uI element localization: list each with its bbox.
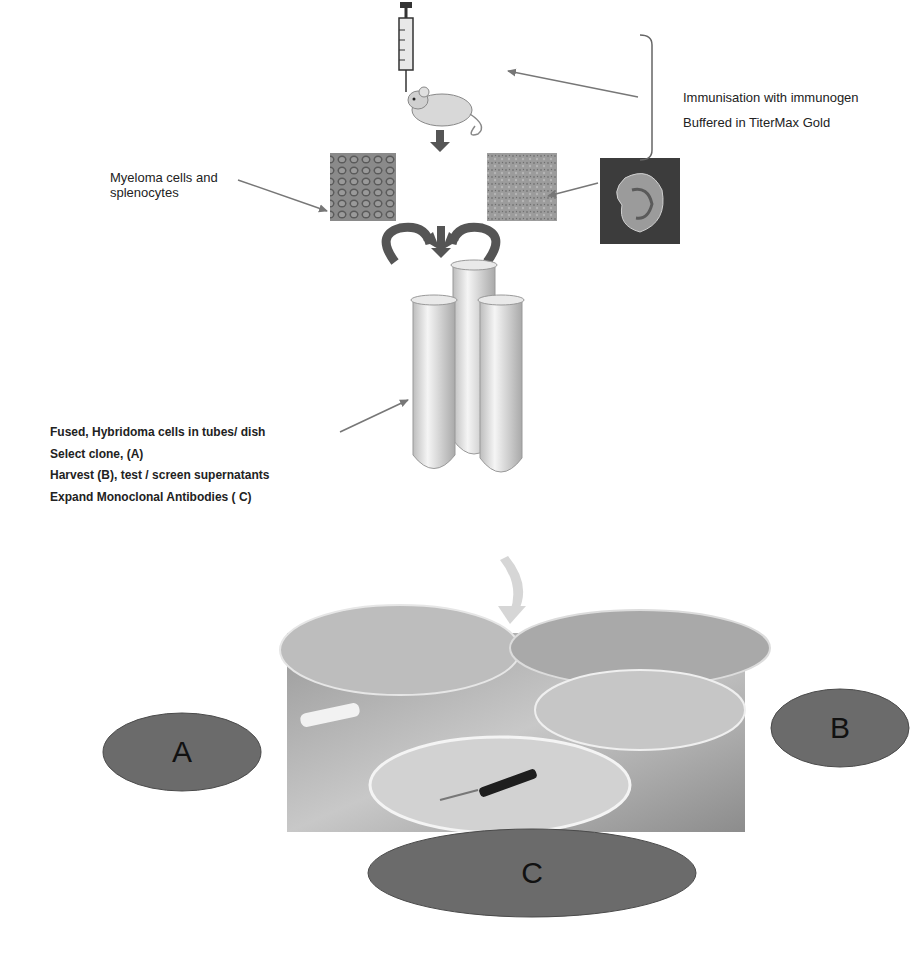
- ellipse-label: A: [172, 735, 192, 769]
- leader-arrow: [238, 180, 327, 211]
- fusion-arrow: [452, 227, 496, 262]
- bracket: [640, 35, 652, 160]
- label-ellipse: C: [367, 828, 697, 918]
- down-arrow: [431, 226, 451, 258]
- splenocyte-micrograph: [487, 153, 557, 221]
- annotation: Myeloma cells and splenocytes: [110, 170, 235, 200]
- label-ellipse: A: [102, 712, 262, 792]
- curved-arrow: [500, 556, 523, 612]
- leader-arrow: [548, 183, 598, 196]
- leader-arrow: [508, 71, 638, 97]
- step-text: Fused, Hybridoma cells in tubes/ dish: [50, 425, 265, 439]
- myeloma-micrograph: [330, 153, 396, 221]
- step-text: Harvest (B), test / screen supernatants: [50, 468, 269, 482]
- petri-dish-photo: [280, 605, 770, 833]
- annotation: Buffered in TiterMax Gold: [683, 115, 830, 130]
- ellipse-label: B: [830, 711, 850, 745]
- fusion-arrow: [386, 227, 430, 262]
- step-text: Expand Monoclonal Antibodies ( C): [50, 490, 252, 504]
- syringe: [399, 2, 413, 92]
- test-tubes: [411, 260, 524, 472]
- annotation: Immunisation with immunogen: [683, 90, 859, 105]
- spleen-inset: [600, 158, 680, 244]
- ellipse-label: C: [521, 856, 543, 890]
- leader-arrow: [340, 400, 408, 432]
- label-ellipse: B: [770, 688, 910, 768]
- down-arrow: [430, 130, 450, 152]
- step-text: Select clone, (A): [50, 447, 143, 461]
- mouse: [408, 87, 482, 135]
